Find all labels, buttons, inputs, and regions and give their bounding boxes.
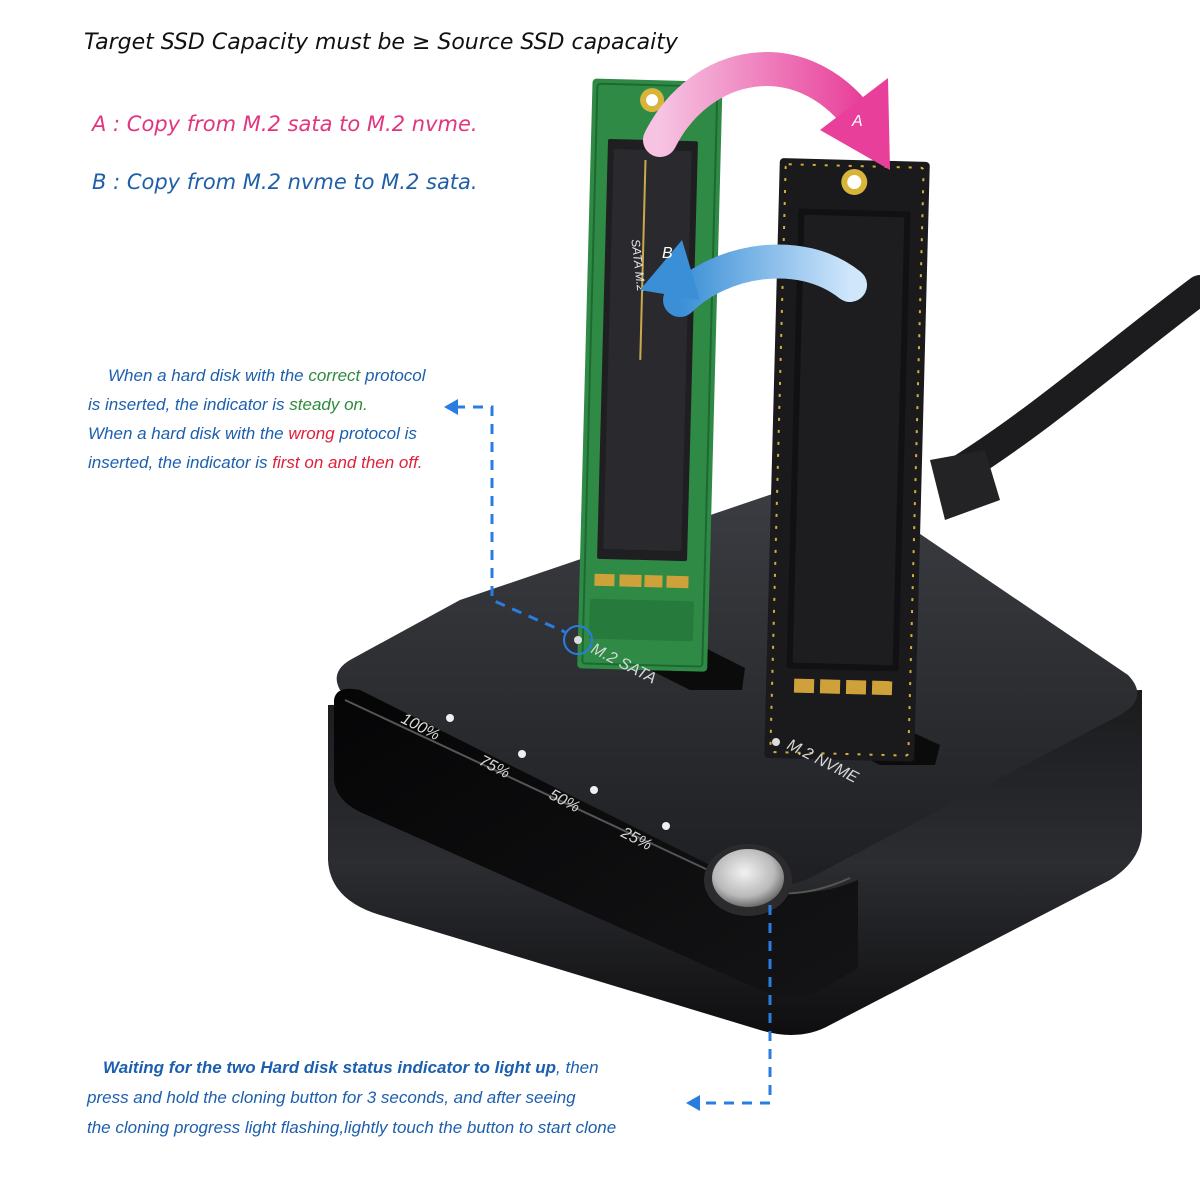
indicator-note-line-1: When a hard disk with the correct protoc… — [108, 366, 426, 386]
led-panel — [334, 688, 858, 997]
mode-b-prefix: B : — [92, 170, 127, 194]
clone-note-line-3: the cloning progress light flashing,ligh… — [87, 1118, 617, 1137]
sata-card-label: SATA M.2 — [628, 238, 648, 292]
indicator-guide — [455, 405, 566, 634]
sata-status-led — [574, 636, 582, 644]
clone-guide — [700, 905, 772, 1105]
led-100 — [446, 714, 454, 722]
clone-note-text: , then — [556, 1058, 599, 1077]
sata-m2-card: SATA M.2 — [577, 78, 723, 672]
led-75 — [518, 750, 526, 758]
usb-plug — [930, 450, 1000, 520]
clone-note-line-2: press and hold the cloning button for 3 … — [87, 1088, 576, 1107]
indicator-guide-arrowhead — [444, 399, 458, 415]
indicator-note-text: is inserted, the indicator is — [88, 395, 290, 414]
mode-a-prefix: A : — [92, 112, 127, 136]
mode-a-line: A : Copy from M.2 sata to M.2 nvme. — [92, 112, 478, 136]
nvme-status-led — [772, 738, 780, 746]
indicator-note-text: When a hard disk with the — [88, 424, 289, 443]
clone-guide-arrowhead — [686, 1095, 700, 1111]
indicator-note-text: When a hard disk with the — [108, 366, 309, 385]
usb-cable — [945, 275, 1200, 485]
arrow-a-head — [820, 78, 890, 170]
first-on-then-off-phrase: first on and then off. — [272, 453, 423, 472]
mode-b-line: B : Copy from M.2 nvme to M.2 sata. — [92, 170, 478, 194]
capacity-rule-heading: Target SSD Capacity must be ≥ Source SSD… — [84, 30, 678, 55]
arrow-a — [643, 52, 877, 157]
led-50 — [590, 786, 598, 794]
indicator-note-text: inserted, the indicator is — [88, 453, 273, 472]
indicator-note-line-3: When a hard disk with the wrong protocol… — [88, 424, 417, 444]
sata-indicator-ring — [563, 625, 593, 655]
clone-note-emphasis: Waiting for the two Hard disk status ind… — [103, 1058, 557, 1077]
correct-word: correct — [308, 366, 361, 385]
indicator-note-line-2: is inserted, the indicator is steady on. — [88, 395, 368, 415]
mode-b-text: Copy from M.2 nvme to M.2 sata. — [126, 170, 478, 194]
steady-on-phrase: steady on. — [289, 395, 368, 414]
arrow-b-label: B — [662, 245, 673, 262]
led-25 — [662, 822, 670, 830]
arrow-a-label: A — [851, 113, 863, 130]
arrow-b-head — [640, 240, 700, 300]
mode-a-text: Copy from M.2 sata to M.2 nvme. — [126, 112, 478, 136]
indicator-note-text: protocol is — [334, 424, 417, 443]
indicator-note-text: protocol — [360, 366, 426, 385]
clone-note-line-1: Waiting for the two Hard disk status ind… — [103, 1058, 599, 1078]
indicator-note-line-4: inserted, the indicator is first on and … — [88, 453, 423, 473]
clone-button[interactable] — [712, 849, 784, 907]
nvme-m2-card — [764, 158, 930, 762]
wrong-word: wrong — [288, 424, 335, 443]
arrow-b — [663, 244, 867, 317]
